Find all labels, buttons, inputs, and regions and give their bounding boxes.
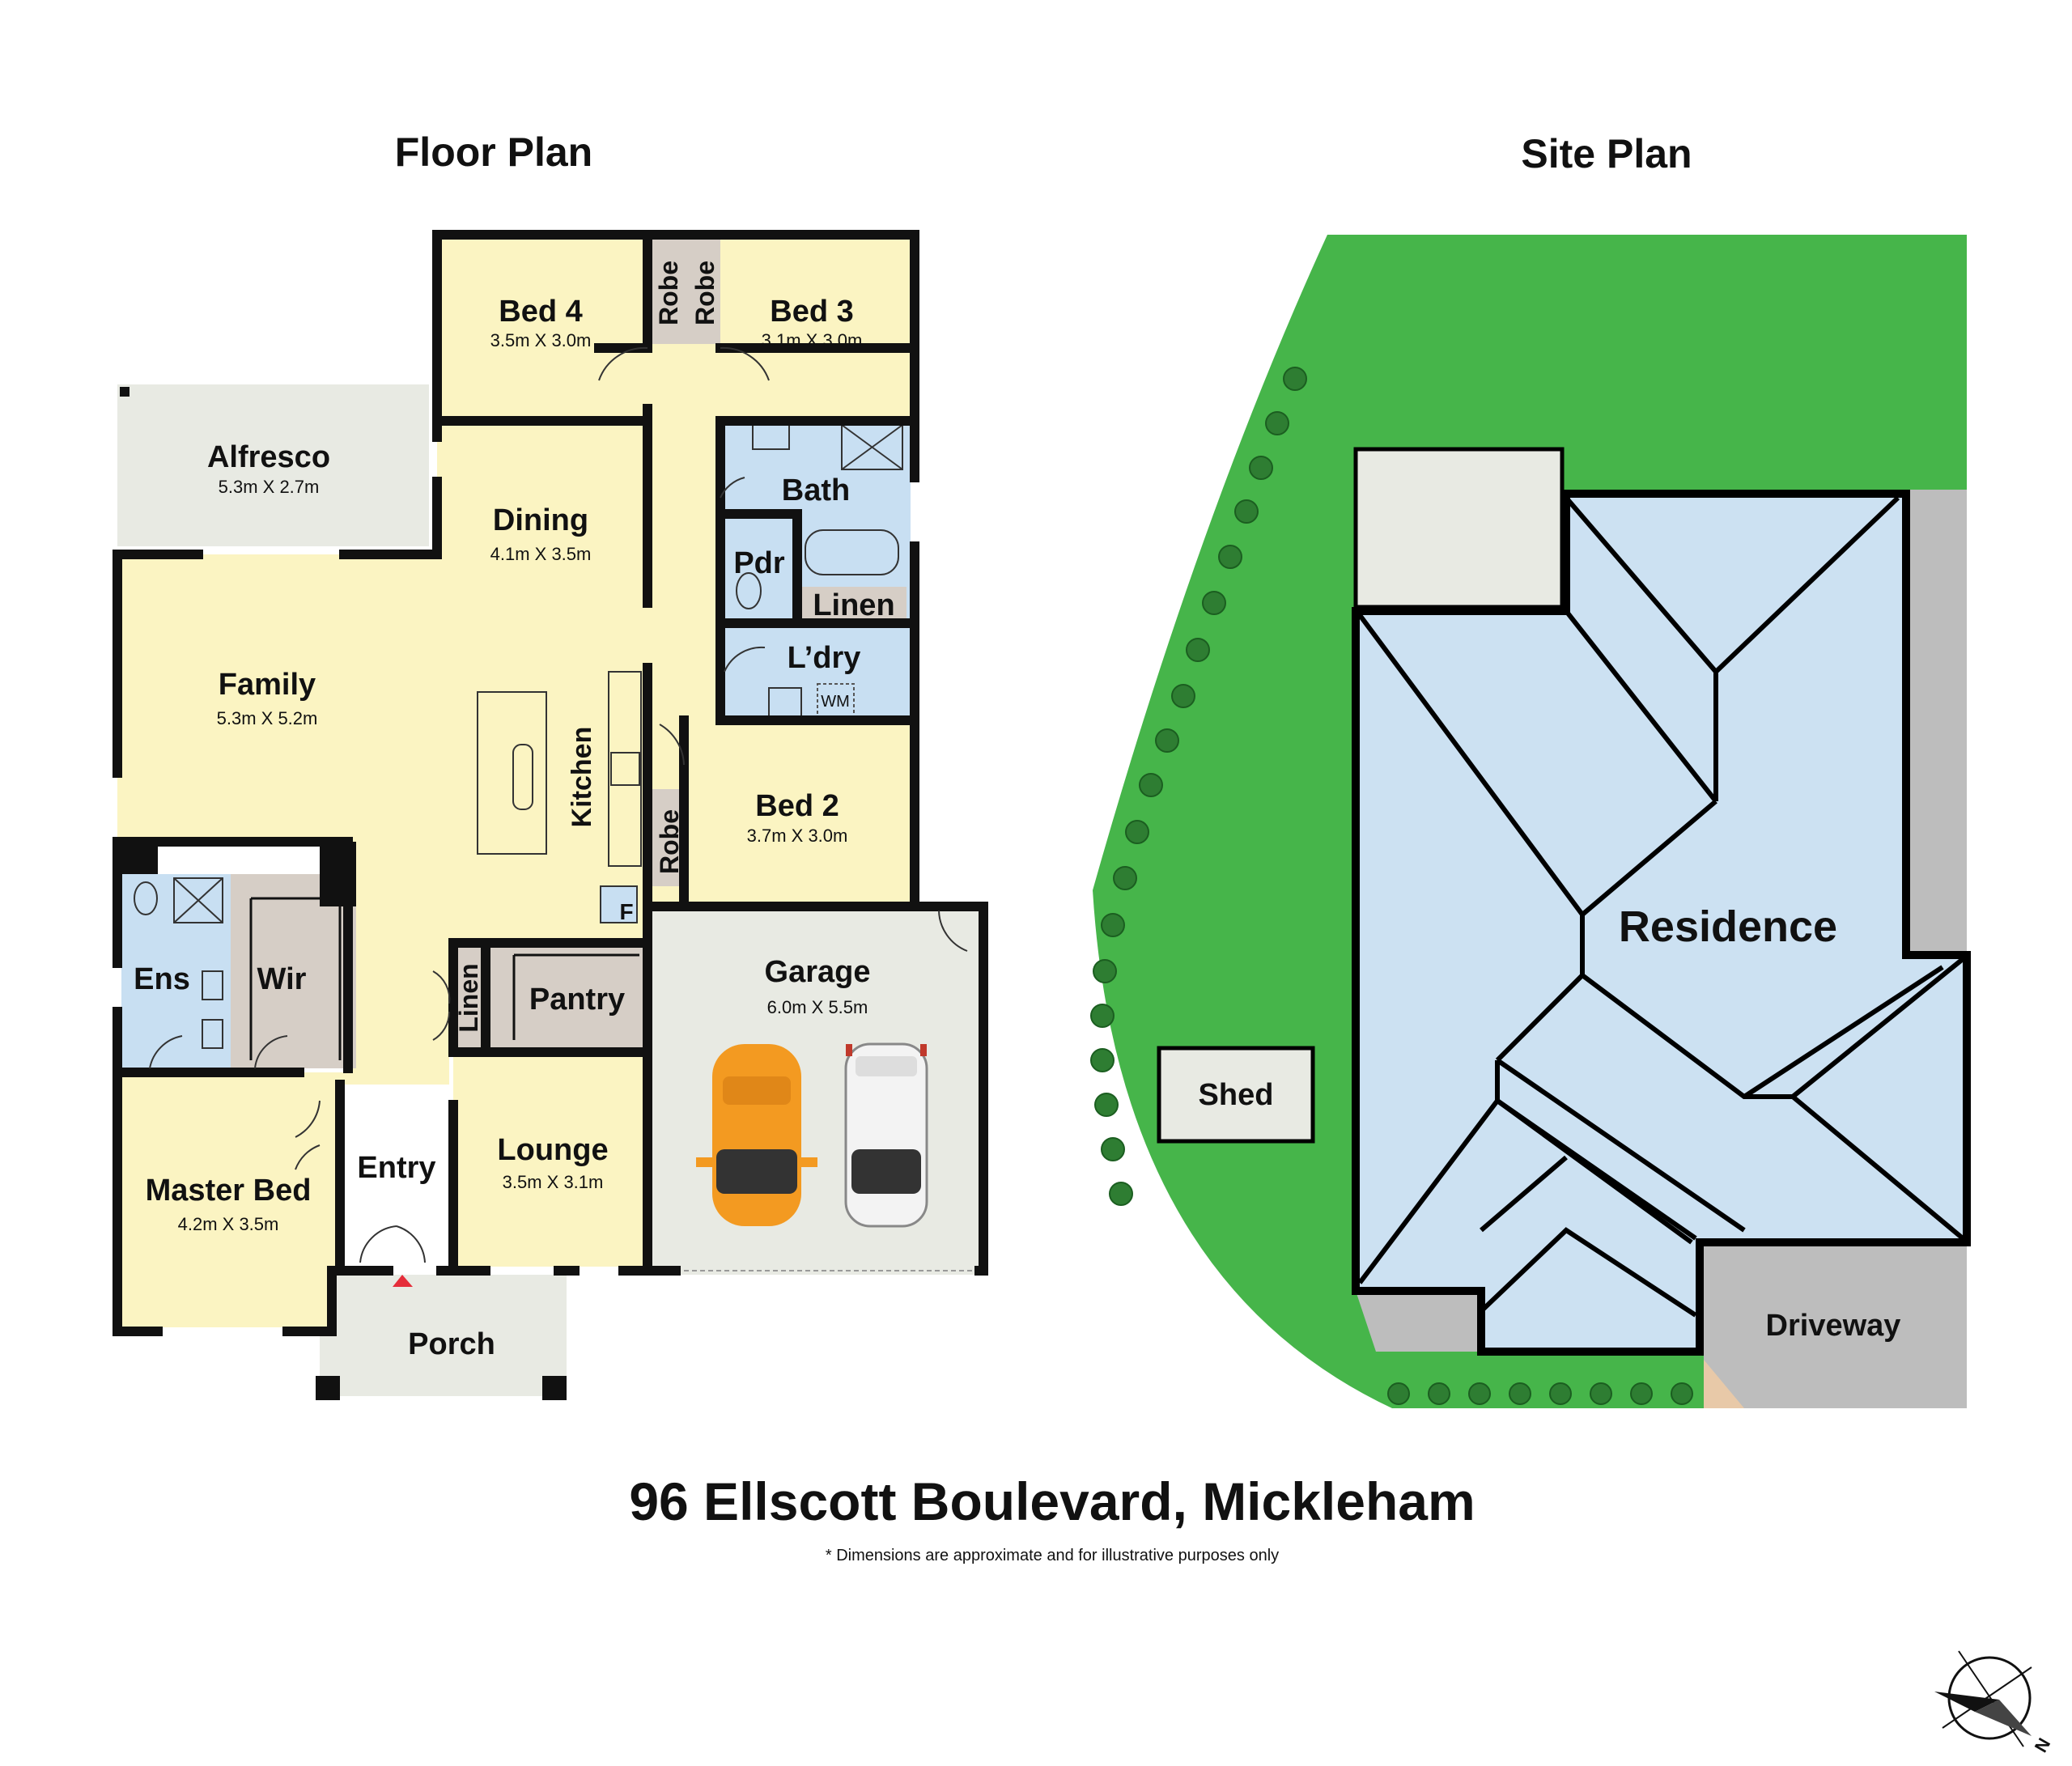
family-label: Family — [219, 668, 316, 702]
laundry-label: L’dry — [788, 641, 861, 675]
master-bed-area — [117, 1072, 336, 1327]
robe-bed4-area — [648, 239, 684, 344]
wm-label: WM — [821, 693, 850, 711]
driveway-label: Driveway — [1766, 1309, 1901, 1343]
bed3-size: 3.1m X 3.0m — [762, 330, 863, 350]
robe-bed3-area — [684, 239, 720, 344]
ens-label: Ens — [134, 962, 190, 996]
robe-bed2-label: Robe — [655, 809, 684, 874]
garage-label: Garage — [765, 955, 871, 989]
lounge-area — [453, 1048, 648, 1267]
ensuite-shower-icon — [173, 877, 223, 923]
dining-size: 4.1m X 3.5m — [490, 544, 592, 564]
linen-bath-area — [801, 587, 906, 619]
bed3-label: Bed 3 — [770, 295, 853, 329]
compass-north-label: N — [2031, 1734, 2055, 1755]
bath-label: Bath — [782, 473, 850, 507]
alfresco-area — [117, 384, 429, 546]
robe-bed2-area — [648, 789, 684, 886]
disclaimer-text: * Dimensions are approximate and for ill… — [826, 1547, 1279, 1564]
fridge-space — [600, 885, 638, 923]
crossover-area — [1704, 1360, 1744, 1408]
residence-roof — [1352, 490, 1971, 1356]
bed2-area — [672, 724, 911, 906]
bed2-label: Bed 2 — [755, 789, 839, 823]
driveway-area — [1704, 1246, 1967, 1408]
residence-label: Residence — [1619, 902, 1837, 951]
side-paving — [1356, 1291, 1481, 1352]
alfresco-size: 5.3m X 2.7m — [219, 477, 320, 497]
shed-structure — [1157, 1046, 1315, 1144]
porch-area — [320, 1275, 567, 1396]
kitchen-island — [477, 691, 547, 855]
garage-size: 6.0m X 5.5m — [767, 997, 868, 1017]
cooktop-icon — [610, 752, 640, 786]
walls — [113, 230, 988, 1400]
pdr-label: Pdr — [733, 546, 785, 580]
bed3-area — [720, 239, 911, 417]
ensuite-basin-icon — [202, 1019, 223, 1049]
entry-label: Entry — [357, 1151, 435, 1185]
car-white-icon — [844, 1042, 928, 1228]
floor-plan-title: Floor Plan — [395, 129, 592, 175]
door-swings — [149, 346, 968, 1263]
floor-plan: Bed 4 3.5m X 3.0m Bed 3 3.1m X 3.0m Robe… — [113, 230, 988, 1400]
dining-label: Dining — [493, 503, 588, 537]
ensuite-basin-icon — [202, 970, 223, 1000]
bed4-area — [441, 239, 648, 417]
porch-label: Porch — [408, 1327, 495, 1361]
wir-label: Wir — [257, 962, 307, 996]
fridge-label: F — [619, 899, 633, 924]
property-address: 96 Ellscott Boulevard, Mickleham — [629, 1471, 1475, 1531]
toilet-icon — [736, 572, 762, 609]
linen-bath-label: Linen — [813, 588, 894, 622]
alfresco-site-area — [1353, 447, 1565, 609]
living-area — [117, 417, 696, 1271]
site-plan: Residence Shed Driveway — [1090, 235, 1971, 1408]
kitchen-label: Kitchen — [567, 727, 597, 828]
alfresco-label: Alfresco — [207, 440, 330, 474]
shrubs — [1090, 367, 1693, 1405]
family-size: 5.3m X 5.2m — [217, 708, 318, 728]
robe-bed4-label: Robe — [654, 261, 683, 325]
pantry-area — [490, 943, 648, 1052]
bed4-size: 3.5m X 3.0m — [490, 330, 592, 350]
linen-cupboard-label: Linen — [454, 963, 483, 1032]
laundry-area — [720, 627, 911, 720]
master-bed-label: Master Bed — [146, 1174, 312, 1208]
bed4-label: Bed 4 — [499, 295, 582, 329]
car-orange-icon — [696, 1044, 817, 1226]
kitchen-sink — [512, 744, 533, 810]
side-path — [1906, 490, 1967, 955]
garage-area — [652, 906, 983, 1275]
ensuite-toilet-icon — [134, 881, 158, 915]
shed-label: Shed — [1199, 1078, 1274, 1112]
lounge-label: Lounge — [497, 1133, 608, 1167]
master-bed-size: 4.2m X 3.5m — [178, 1214, 279, 1234]
kitchen-bench — [608, 671, 642, 867]
entry-marker-icon — [393, 1275, 413, 1287]
lounge-size: 3.5m X 3.1m — [503, 1172, 604, 1192]
robe-bed3-label: Robe — [690, 261, 720, 325]
compass-icon: N — [1934, 1650, 2055, 1755]
bed2-size: 3.7m X 3.0m — [747, 826, 848, 846]
pantry-label: Pantry — [529, 983, 625, 1017]
bathtub-icon — [805, 529, 899, 575]
site-plan-title: Site Plan — [1521, 131, 1692, 176]
